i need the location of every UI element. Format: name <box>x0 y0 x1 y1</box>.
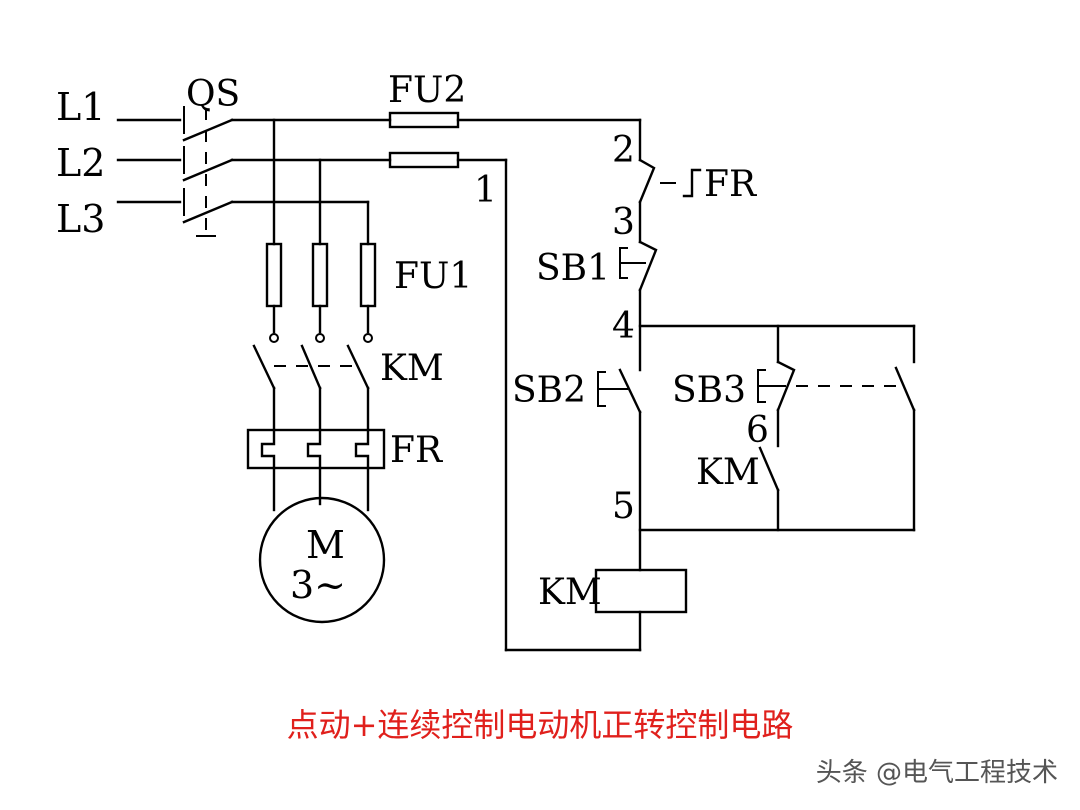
fr-main-label: FR <box>390 430 443 471</box>
phase-label-l3: L3 <box>56 197 105 241</box>
km-main-contacts <box>252 344 370 432</box>
node-6: 6 <box>746 410 769 451</box>
motor-label: M <box>306 523 345 567</box>
sb2-start-button-symbol <box>597 368 642 414</box>
fu2-label: FU2 <box>388 70 466 111</box>
motor-symbol <box>258 496 386 624</box>
km-holding-label: KM <box>696 452 760 493</box>
fr-nc-contact <box>638 158 702 204</box>
km-coil <box>594 568 688 614</box>
km-main-label: KM <box>380 348 444 389</box>
node-4: 4 <box>612 306 635 347</box>
phase-label-l1: L1 <box>56 85 105 129</box>
node-5: 5 <box>612 486 635 527</box>
diagram-caption: 点动+连续控制电动机正转控制电路 <box>286 706 794 744</box>
fr-control-label: FR <box>704 164 757 205</box>
qs-switch-symbol <box>182 106 234 237</box>
fu2-fuses <box>388 111 642 169</box>
node-3: 3 <box>612 202 635 243</box>
watermark: 头条 @电气工程技术 <box>815 758 1058 788</box>
sb1-label: SB1 <box>536 248 610 289</box>
phase-label-l2: L2 <box>56 141 105 185</box>
motor-phase-label: 3~ <box>290 563 346 607</box>
km-holding-contact <box>758 446 780 492</box>
node-1: 1 <box>474 170 497 211</box>
sb2-label: SB2 <box>512 370 586 411</box>
node-2: 2 <box>612 130 635 171</box>
fu1-fuses <box>265 242 377 343</box>
sb1-stop-button-symbol <box>619 240 658 292</box>
sb3-jog-button-symbol <box>757 360 916 412</box>
sb3-label: SB3 <box>672 370 746 411</box>
qs-label: QS <box>186 74 240 115</box>
km-coil-label: KM <box>538 572 602 613</box>
fu1-label: FU1 <box>394 256 472 297</box>
phase-inputs <box>116 118 182 204</box>
power-buses <box>230 118 392 246</box>
control-circuit-wiring <box>504 118 916 652</box>
fr-thermal-elements <box>246 428 386 512</box>
